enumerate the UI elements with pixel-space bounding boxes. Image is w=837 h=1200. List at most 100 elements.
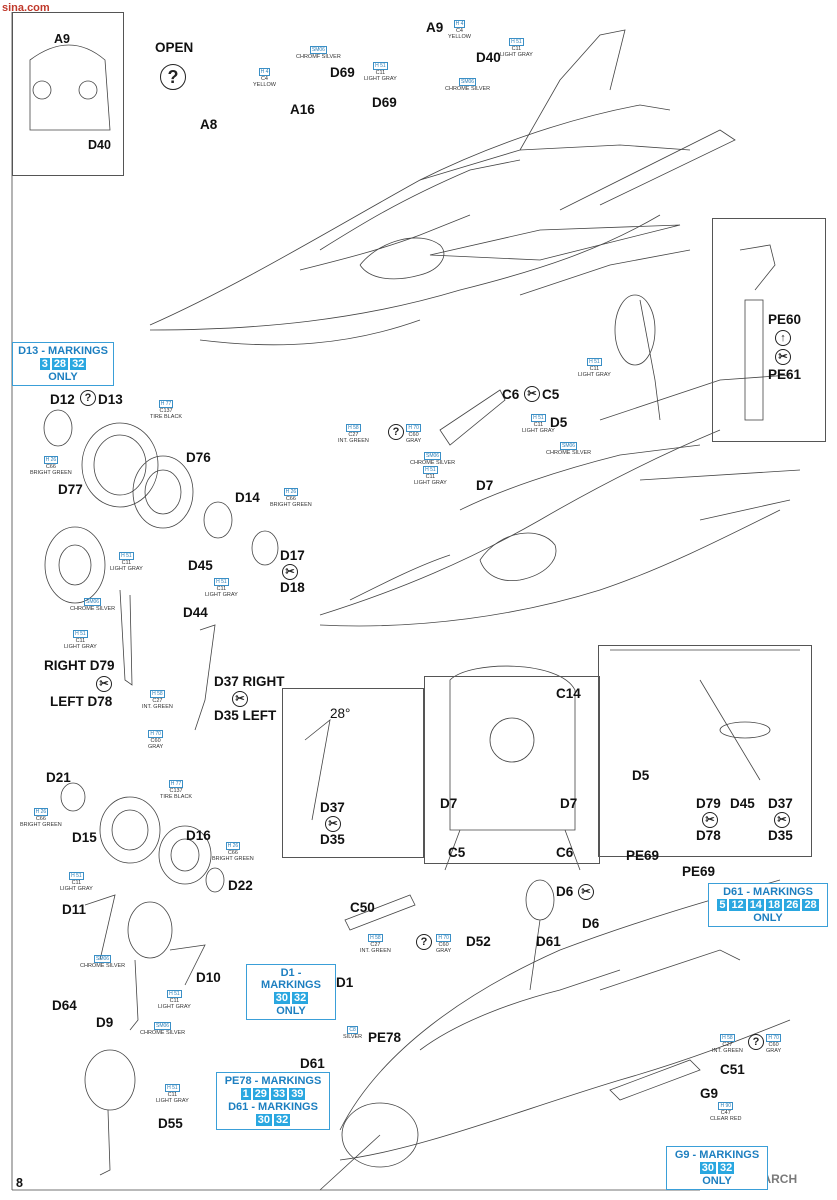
label-d7: D7 — [476, 478, 494, 493]
label-d40: D40 — [476, 50, 501, 65]
label-pe78: PE78 — [368, 1030, 402, 1045]
label-a16: A16 — [290, 102, 315, 117]
label-c14: C14 — [556, 686, 581, 701]
label-c5: C5 — [542, 387, 560, 402]
label-d22: D22 — [228, 878, 253, 893]
label-d10: D10 — [196, 970, 221, 985]
label-d21: D21 — [46, 770, 71, 785]
cut-icon: ✂ — [232, 691, 248, 707]
label-pe69-b: PE69 — [682, 864, 716, 879]
label-g9: G9 — [700, 1086, 719, 1101]
label-d13: D13 — [98, 392, 123, 407]
question-icon: ? — [748, 1034, 764, 1050]
label-c5-b: C5 — [448, 845, 466, 860]
label-d12: D12 — [50, 392, 75, 407]
label-d1: D1 — [336, 975, 354, 990]
label-d17: D17 — [280, 548, 305, 563]
question-icon: ? — [80, 390, 96, 406]
question-icon: ? — [160, 64, 186, 90]
label-d40-inset: D40 — [88, 138, 111, 152]
label-d37-right: D37 RIGHT — [214, 674, 285, 689]
label-d37-b: D37 — [768, 796, 793, 811]
label-d5: D5 — [550, 415, 568, 430]
label-d14: D14 — [235, 490, 260, 505]
label-pe69-a: PE69 — [626, 848, 660, 863]
label-a9-inset: A9 — [54, 32, 70, 46]
page-number: 8 — [16, 1176, 23, 1190]
question-icon: ? — [416, 934, 432, 950]
inset-panel-d5 — [598, 645, 812, 857]
label-d78-b: D78 — [696, 828, 721, 843]
label-d77: D77 — [58, 482, 83, 497]
label-d35-left: D35 LEFT — [214, 708, 277, 723]
label-d52: D52 — [466, 934, 491, 949]
label-d79-b: D79 — [696, 796, 721, 811]
label-c6-b: C6 — [556, 845, 574, 860]
label-d5-b: D5 — [632, 768, 650, 783]
cut-icon: ✂ — [578, 884, 594, 900]
inset-panel-pe60 — [712, 218, 826, 442]
cut-icon: ✂ — [524, 386, 540, 402]
label-d64: D64 — [52, 998, 77, 1013]
label-a9: A9 — [426, 20, 444, 35]
label-d61-a: D61 — [536, 934, 561, 949]
up-arrow-icon: ↑ — [775, 330, 791, 346]
label-d69-a: D69 — [330, 65, 355, 80]
inset-panel-angle — [282, 688, 424, 858]
label-d61-b: D61 — [300, 1056, 325, 1071]
cut-icon: ✂ — [282, 564, 298, 580]
question-icon: ? — [388, 424, 404, 440]
label-d37-a: D37 — [320, 800, 345, 815]
label-a8: A8 — [200, 117, 218, 132]
cut-icon: ✂ — [775, 349, 791, 365]
cut-icon: ✂ — [702, 812, 718, 828]
inset-panel-a9 — [12, 12, 124, 176]
label-right-d79: RIGHT D79 — [44, 658, 115, 673]
label-d69-b: D69 — [372, 95, 397, 110]
label-d45: D45 — [188, 558, 213, 573]
label-d6-b: D6 — [582, 916, 600, 931]
label-angle: 28° — [330, 706, 351, 721]
label-d16: D16 — [186, 828, 211, 843]
cut-icon: ✂ — [325, 816, 341, 832]
label-d7-left: D7 — [440, 796, 458, 811]
watermark-top: sina.com — [2, 2, 50, 14]
